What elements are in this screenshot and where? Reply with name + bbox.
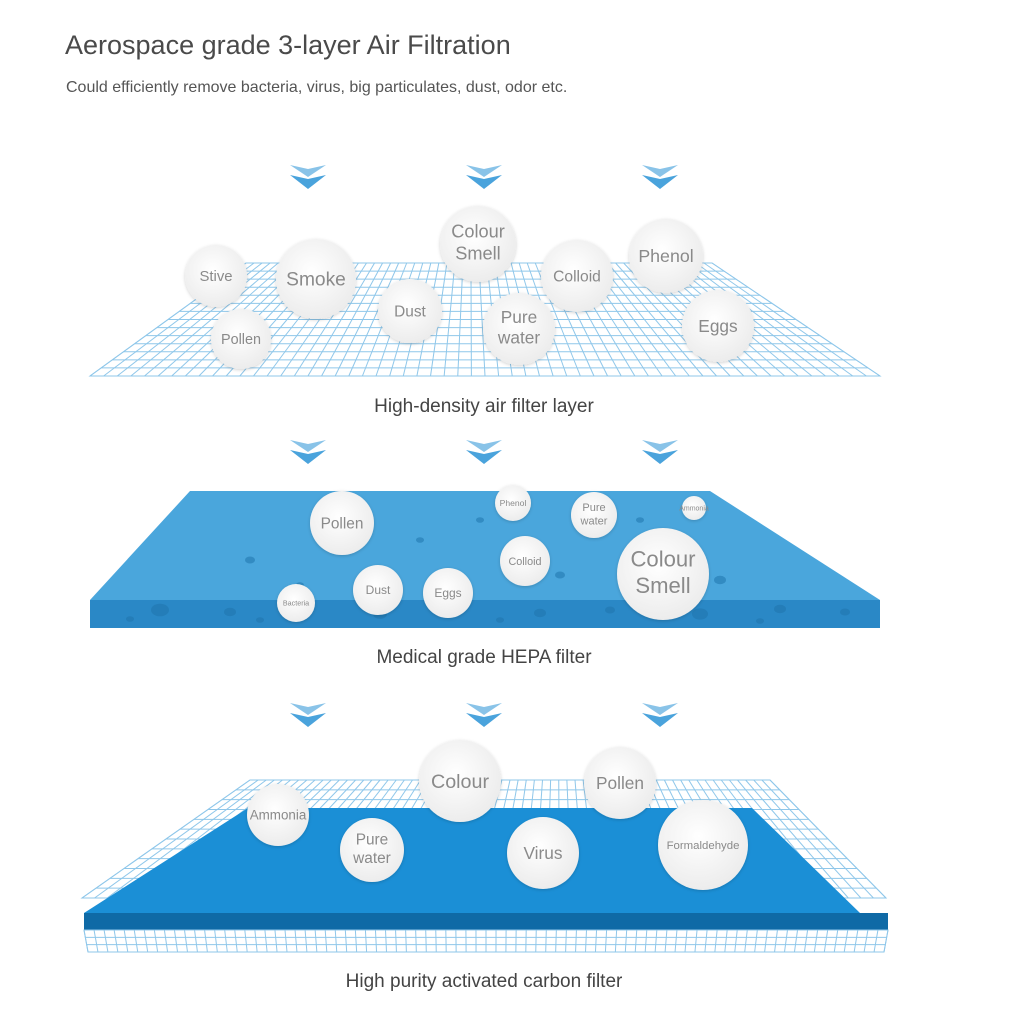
particle-label: Pollen (321, 515, 364, 532)
down-arrow-icon (466, 440, 502, 464)
particle-label: Ammonia (679, 505, 709, 512)
particle-bubble: Ammonia (247, 784, 309, 846)
particle-bubble: Formaldehyde (658, 800, 748, 890)
layer-1-caption: High-density air filter layer (374, 396, 594, 417)
down-arrow-icon (642, 703, 678, 727)
particle-label: Colour (431, 771, 489, 793)
particle-bubble: Dust (353, 565, 403, 615)
down-arrow-icon (642, 165, 678, 189)
particle-label: Ammonia (250, 808, 307, 823)
particle-bubble: Eggs (682, 290, 754, 362)
down-arrow-icon (290, 165, 326, 189)
particle-bubble: Stive (185, 245, 247, 307)
particle-label: Eggs (698, 316, 738, 336)
particle-label: Phenol (500, 498, 527, 508)
down-arrow-icon (466, 703, 502, 727)
particle-label: Colour (451, 222, 505, 242)
particle-label: Pure (582, 502, 605, 514)
particle-label: Smoke (286, 270, 346, 291)
particle-bubble: Virus (507, 817, 579, 889)
layer-3-caption: High purity activated carbon filter (346, 971, 623, 992)
particle-label: Stive (199, 269, 232, 285)
particle-bubble: Bacteria (277, 584, 315, 622)
page-title: Aerospace grade 3-layer Air Filtration (65, 30, 511, 60)
particle-bubble: Phenol (495, 485, 531, 521)
particle-label: Pure (356, 832, 389, 849)
layer-2-hepa-sponge (90, 491, 880, 628)
particle-bubble: Pollen (211, 309, 271, 369)
particle-bubble: Phenol (629, 219, 703, 293)
particle-bubble: Dust (378, 279, 442, 343)
particle-bubble: Pollen (584, 747, 656, 819)
particle-label: Bacteria (283, 599, 309, 608)
particle-label: water (497, 328, 541, 348)
particle-label: water (352, 850, 391, 867)
down-arrow-icon (290, 440, 326, 464)
particle-bubble: Colour (419, 740, 501, 822)
page-subtitle: Could efficiently remove bacteria, virus… (66, 79, 568, 96)
particle-label: Colloid (553, 268, 601, 285)
airflow-arrows (290, 165, 678, 727)
layer-2-caption: Medical grade HEPA filter (376, 647, 592, 668)
particle-bubble: Ammonia (679, 496, 709, 520)
particle-label: Phenol (638, 246, 693, 266)
particle-label: Dust (366, 583, 391, 597)
particle-label: Colour (630, 546, 695, 571)
particle-label: Eggs (434, 586, 461, 600)
particle-label: Smell (635, 573, 690, 598)
particle-label: Dust (394, 303, 426, 320)
particle-label: water (580, 515, 608, 527)
particle-bubble: Colloid (500, 536, 550, 586)
particle-bubble: Pollen (310, 491, 374, 555)
particle-label: Formaldehyde (667, 840, 740, 852)
down-arrow-icon (466, 165, 502, 189)
particle-bubble: Colloid (541, 240, 613, 312)
particle-bubble: Smoke (276, 239, 356, 319)
particle-label: Virus (523, 843, 562, 863)
particle-label: Pure (501, 307, 538, 327)
particle-label: Smell (455, 244, 500, 264)
particle-label: Pollen (221, 332, 261, 348)
down-arrow-icon (290, 703, 326, 727)
particle-label: Pollen (596, 773, 644, 793)
particle-bubble: Eggs (423, 568, 473, 618)
particle-label: Colloid (508, 556, 541, 568)
down-arrow-icon (642, 440, 678, 464)
